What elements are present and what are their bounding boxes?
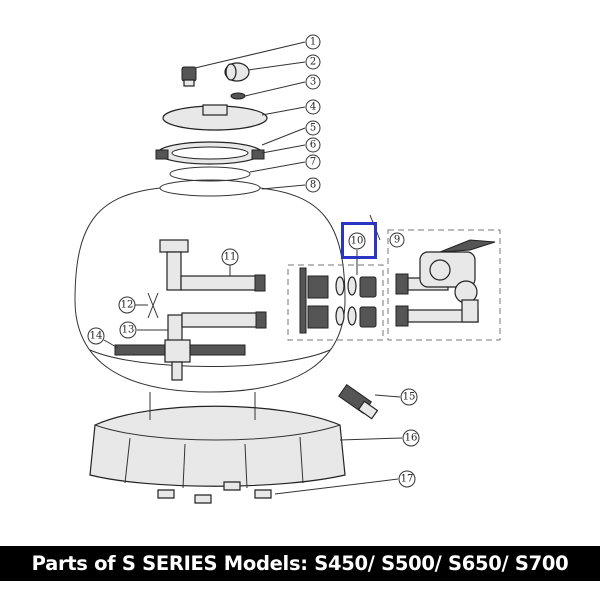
part-17-feet: [157, 481, 272, 504]
callout-11: 11: [221, 248, 239, 266]
callout-2: 2: [305, 54, 321, 70]
callout-3: 3: [305, 74, 321, 90]
callout-6: 6: [305, 137, 321, 153]
svg-text:8: 8: [310, 180, 316, 191]
callout-12: 12: [118, 296, 136, 314]
part-7-gasket: [169, 166, 251, 182]
callout-7: 7: [305, 154, 321, 170]
callout-4: 4: [305, 99, 321, 115]
callout-1: 1: [305, 34, 321, 50]
callout-8: 8: [305, 177, 321, 193]
part-3-oring: [230, 92, 246, 100]
callout-14: 14: [87, 327, 105, 345]
svg-text:14: 14: [90, 331, 103, 342]
part-4-lid: [162, 104, 268, 131]
part-12-lateral: [147, 292, 159, 319]
svg-text:12: 12: [121, 300, 134, 311]
svg-text:7: 7: [310, 157, 316, 168]
callout-5: 5: [305, 120, 321, 136]
part-14-laterals: [114, 339, 246, 381]
svg-text:1: 1: [310, 37, 316, 48]
part-5-6-clamp: [155, 141, 265, 165]
svg-text:2: 2: [310, 57, 316, 68]
svg-text:13: 13: [122, 325, 135, 336]
part-9-multiport-valve: [387, 229, 501, 341]
callout-13: 13: [119, 321, 137, 339]
part-8-tank: [74, 179, 346, 393]
callout-9: 9: [389, 232, 405, 248]
svg-text:4: 4: [310, 102, 316, 113]
svg-text:3: 3: [310, 77, 316, 88]
part-15-drain: [338, 383, 379, 420]
callout-16: 16: [402, 429, 420, 447]
part-10-highlight-box: [341, 222, 377, 259]
callout-17: 17: [398, 470, 416, 488]
part-16-base: [89, 392, 346, 489]
svg-text:9: 9: [394, 235, 400, 246]
svg-text:15: 15: [403, 392, 416, 403]
leader-lines: [103, 41, 403, 495]
svg-text:6: 6: [310, 140, 316, 151]
callout-10: 10: [348, 232, 366, 250]
part-2-gauge: [224, 62, 250, 82]
part-1-knob: [181, 66, 197, 87]
svg-text:17: 17: [401, 474, 414, 485]
svg-text:10: 10: [351, 236, 364, 247]
models-banner: Parts of S SERIES Models: S450/ S500/ S6…: [0, 546, 600, 581]
part-11-upper-pipe: [159, 239, 266, 292]
svg-text:5: 5: [310, 123, 316, 134]
svg-text:16: 16: [405, 433, 418, 444]
svg-text:11: 11: [224, 252, 237, 263]
callout-15: 15: [400, 388, 418, 406]
part-10-unions: [287, 264, 384, 341]
